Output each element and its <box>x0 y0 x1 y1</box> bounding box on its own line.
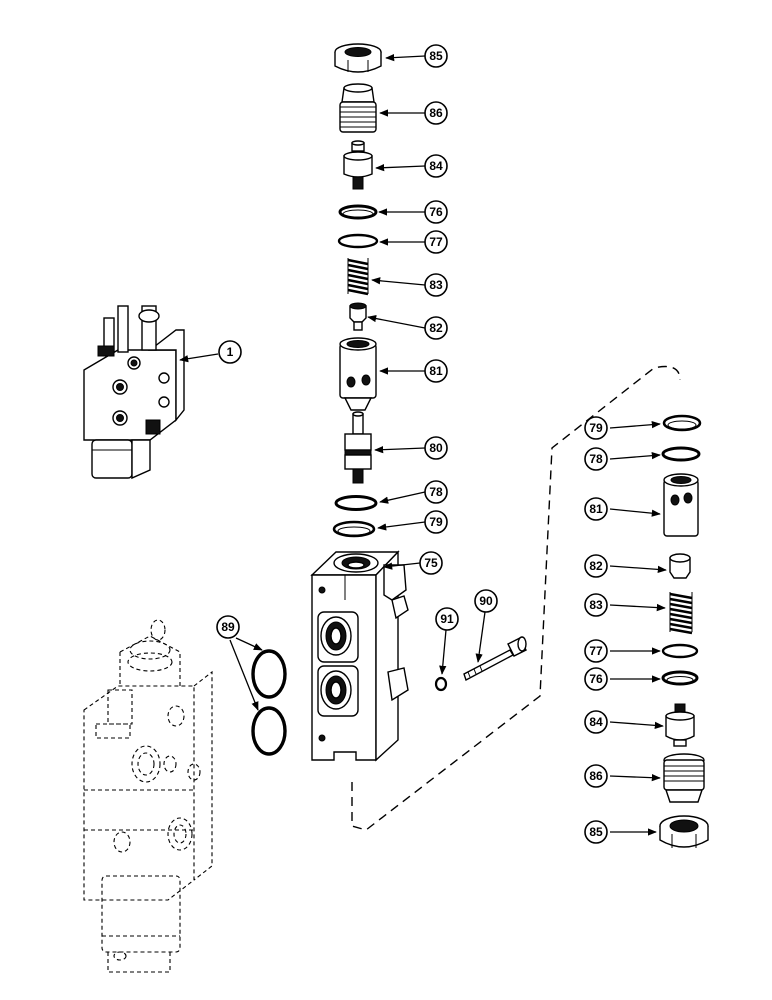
callout-86-right: 86 <box>584 764 608 788</box>
part-90-bolt <box>463 636 527 682</box>
part-84-poppet-right <box>665 703 695 747</box>
callout-85-right: 85 <box>584 820 608 844</box>
callout-77-top-label: 77 <box>429 235 443 249</box>
callout-75-label: 75 <box>424 556 438 570</box>
callout-85-right-label: 85 <box>589 825 603 839</box>
part-77-oring-right <box>661 643 699 659</box>
callout-83-top: 83 <box>424 273 448 297</box>
callout-83-right-label: 83 <box>589 598 603 612</box>
part-83-spring-right <box>669 592 693 635</box>
callout-77-right: 77 <box>584 639 608 663</box>
callout-79-mid-label: 79 <box>429 515 443 529</box>
part-78-oring-right <box>661 446 701 462</box>
callout-78-right-label: 78 <box>589 452 603 466</box>
callout-91: 91 <box>435 607 459 631</box>
callout-84-right: 84 <box>584 710 608 734</box>
callout-89-label: 89 <box>221 620 235 634</box>
part-86-plug-right <box>663 753 705 803</box>
callout-76-top: 76 <box>424 200 448 224</box>
callout-82-right: 82 <box>584 554 608 578</box>
part-77-oring-top <box>337 233 379 249</box>
callout-77-top: 77 <box>424 230 448 254</box>
part-85-nut-right <box>659 815 709 848</box>
part-83-spring-top <box>347 258 369 296</box>
callout-75: 75 <box>419 551 443 575</box>
part-85-nut-top <box>334 43 382 73</box>
callout-85-top: 85 <box>424 44 448 68</box>
callout-76-top-label: 76 <box>429 205 443 219</box>
assembly-dashed-path <box>351 365 681 831</box>
callout-89: 89 <box>216 615 240 639</box>
callout-76-right-label: 76 <box>589 672 603 686</box>
callout-90-label: 90 <box>479 594 493 608</box>
part-79-ring-mid <box>332 520 376 538</box>
callout-81-top: 81 <box>424 359 448 383</box>
part-82-small-poppet-top <box>349 302 367 331</box>
callout-85-top-label: 85 <box>429 49 443 63</box>
part-75-valve-section <box>310 550 409 762</box>
callout-79-right-label: 79 <box>589 421 603 435</box>
leader-lines <box>179 53 667 836</box>
callout-84-right-label: 84 <box>589 715 603 729</box>
callout-91-label: 91 <box>440 612 454 626</box>
callout-1: 1 <box>218 340 242 364</box>
ghost-valve-stack <box>83 619 213 973</box>
callout-78-mid-label: 78 <box>429 485 443 499</box>
part-76-ring-right <box>661 670 699 686</box>
part-80-spool <box>344 411 372 484</box>
callout-86-top-label: 86 <box>429 106 443 120</box>
callout-82-top-label: 82 <box>429 321 443 335</box>
callout-81-right: 81 <box>584 497 608 521</box>
callout-90: 90 <box>474 589 498 613</box>
callout-80-label: 80 <box>429 441 443 455</box>
callout-79-mid: 79 <box>424 510 448 534</box>
callout-78-right: 78 <box>584 447 608 471</box>
part-78-oring-mid <box>334 495 378 511</box>
part-81-sleeve-top <box>339 337 377 411</box>
callout-83-right: 83 <box>584 593 608 617</box>
part-89-orings <box>251 649 287 756</box>
callout-81-top-label: 81 <box>429 364 443 378</box>
callout-77-right-label: 77 <box>589 644 603 658</box>
callout-82-right-label: 82 <box>589 559 603 573</box>
part-81-sleeve-right <box>663 473 699 537</box>
callout-81-right-label: 81 <box>589 502 603 516</box>
part-91-washer <box>434 676 448 692</box>
callout-84-top: 84 <box>424 154 448 178</box>
callout-86-right-label: 86 <box>589 769 603 783</box>
part-86-plug-top <box>339 83 377 133</box>
callout-82-top: 82 <box>424 316 448 340</box>
callout-76-right: 76 <box>584 667 608 691</box>
callout-80: 80 <box>424 436 448 460</box>
callout-86-top: 86 <box>424 101 448 125</box>
callout-79-right: 79 <box>584 416 608 440</box>
callout-83-top-label: 83 <box>429 278 443 292</box>
part-76-ring-top <box>338 204 378 220</box>
part-1-control-valve-assembly <box>83 305 185 480</box>
part-84-poppet-top <box>343 140 373 190</box>
part-82-small-poppet-right <box>669 553 691 579</box>
part-79-ring-right <box>662 414 702 432</box>
callout-1-label: 1 <box>227 345 234 359</box>
callout-78-mid: 78 <box>424 480 448 504</box>
callout-84-top-label: 84 <box>429 159 443 173</box>
